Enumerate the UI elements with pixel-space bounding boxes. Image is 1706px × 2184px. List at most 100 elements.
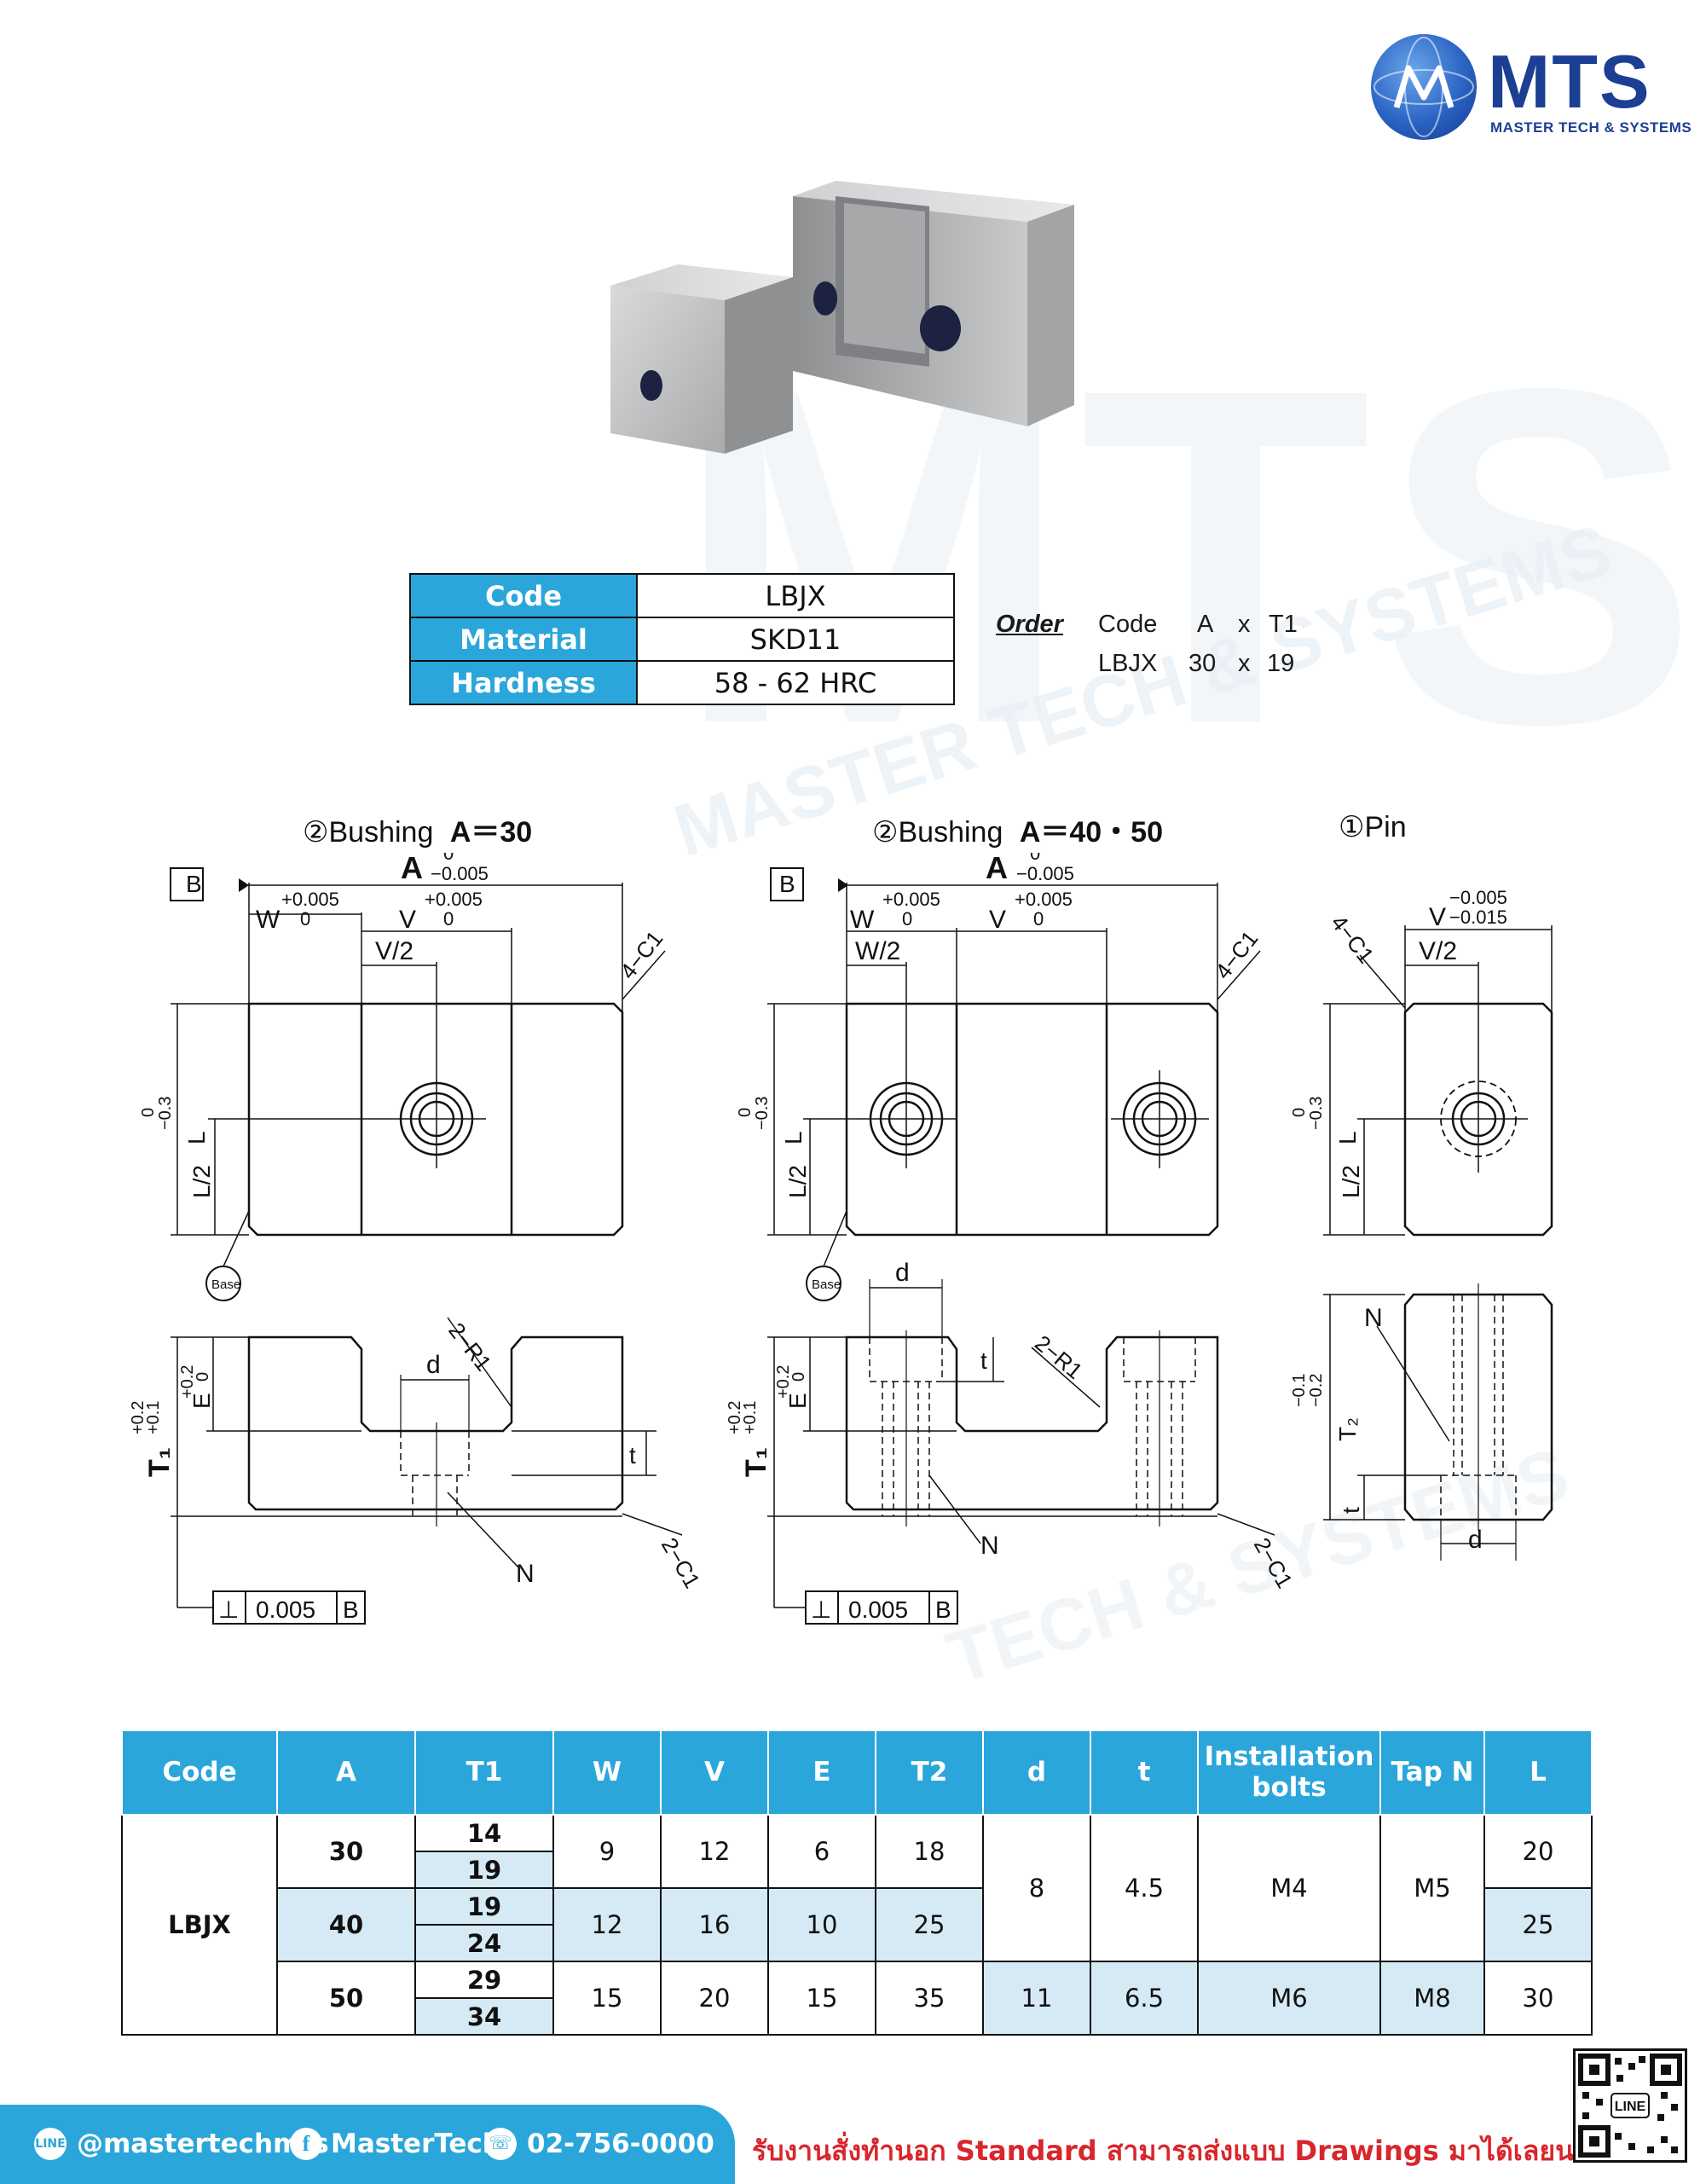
dim-e-tol-dn: 0 <box>789 1372 808 1382</box>
cell-a: 40 <box>276 1887 416 1962</box>
cell-v: 20 <box>660 1961 769 2036</box>
dim-a: A <box>986 853 1008 885</box>
dim-v-tol-dn: 0 <box>1033 908 1044 930</box>
pin-top-view <box>1323 925 1553 1237</box>
cell-v: 16 <box>660 1887 769 1962</box>
label-n: N <box>980 1532 999 1560</box>
datum-b: B <box>186 871 202 897</box>
dim-t: t <box>980 1347 987 1374</box>
dim-v-tol-dn: 0 <box>443 908 454 930</box>
facebook-icon: f <box>290 2128 322 2160</box>
order-label: Order <box>996 611 1063 638</box>
dim-w-tol-dn: 0 <box>902 908 912 930</box>
col-header: t <box>1090 1729 1199 1816</box>
spec-key: Hardness <box>409 660 638 705</box>
title-number: ② <box>303 816 329 849</box>
cell-a: 50 <box>276 1961 416 2036</box>
cell-t: 4.5 <box>1090 1814 1199 1962</box>
dim-l-tol-dn: −0.3 <box>156 1097 175 1130</box>
order-value-x: x <box>1238 650 1251 677</box>
order-header-code: Code <box>1098 611 1158 638</box>
perp-symbol: ⊥ <box>811 1596 831 1623</box>
table-row: LBJX 30 14 9 12 6 18 8 4.5 M4 M5 20 <box>121 1814 1593 2036</box>
title-dim: A＝30 <box>449 816 533 849</box>
cell-t1: 14 <box>414 1814 554 1852</box>
dim-t2-tol-dn: −0.2 <box>1307 1374 1326 1407</box>
footer-note: รับงานสั่งทำนอก Standard สามารถส่งแบบ Dr… <box>752 2135 1622 2167</box>
col-header: A <box>276 1729 416 1816</box>
perp-value: 0.005 <box>256 1596 315 1623</box>
dim-a: A <box>401 853 423 885</box>
drawing-title-pin: ①Pin <box>1339 810 1407 844</box>
dim-t1: T₁ <box>740 1447 772 1477</box>
col-header: Code <box>121 1729 278 1816</box>
dim-t2: T₂ <box>1334 1417 1361 1441</box>
phone-icon: ☏ <box>484 2128 517 2160</box>
dim-d: d <box>895 1259 910 1287</box>
cell-t1: 29 <box>414 1961 554 1999</box>
cell-a: 30 <box>276 1814 416 1889</box>
footer-facebook[interactable]: MasterTech <box>331 2129 501 2159</box>
drawing-title-bushing-30: ②Bushing A＝30 <box>303 808 532 850</box>
line-icon: LINE <box>34 2128 67 2160</box>
table-row: 24 <box>122 1924 1592 1962</box>
col-header: T2 <box>875 1729 984 1816</box>
cell-t1: 19 <box>414 1851 554 1889</box>
qr-code-icon[interactable]: LINE <box>1573 2048 1687 2163</box>
dim-2-c1: 2−C1 <box>656 1533 705 1592</box>
dim-l-tol-dn: −0.3 <box>1307 1097 1326 1130</box>
perp-symbol: ⊥ <box>218 1596 239 1623</box>
dim-v-tol-dn: −0.015 <box>1449 907 1507 928</box>
table-row: 34 <box>122 1997 1592 2036</box>
cell-bolts: M4 <box>1197 1814 1381 1962</box>
order-value-t1: 19 <box>1267 650 1295 677</box>
logo-name: MTS <box>1488 39 1651 124</box>
cell-bolts: M6 <box>1197 1961 1381 2036</box>
title-number: ② <box>872 816 899 849</box>
dim-t1-tol-dn: +0.1 <box>144 1401 163 1434</box>
dim-v: V <box>1429 903 1446 931</box>
label-n: N <box>1364 1304 1383 1332</box>
order-value-code: LBJX <box>1098 650 1158 677</box>
dim-e-tol-up: +0.2 <box>774 1365 793 1399</box>
dim-t1-tol-up: +0.2 <box>129 1401 147 1434</box>
dim-v-tol-up: +0.005 <box>1015 889 1073 910</box>
footer-line-id[interactable]: @mastertechmts <box>77 2129 329 2159</box>
cell-t2: 18 <box>875 1814 984 1889</box>
cell-t1: 34 <box>414 1997 554 2036</box>
dim-l: L <box>183 1131 210 1144</box>
title-text: Bushing <box>328 816 434 849</box>
title-text: Bushing <box>898 816 1003 849</box>
perp-ref: B <box>935 1596 951 1623</box>
product-photo <box>597 162 1091 503</box>
dim-v: V <box>399 906 416 934</box>
bush30-top-view <box>170 867 666 1301</box>
dim-l-tol-up: 0 <box>736 1108 755 1117</box>
dim-v-tol-up: −0.005 <box>1449 887 1507 908</box>
cell-t2: 25 <box>875 1887 984 1962</box>
col-header: E <box>767 1729 876 1816</box>
technical-drawing: A 0 −0.005 B W +0.005 0 V +0.005 0 V/2 4… <box>129 853 1553 1625</box>
cell-tap: M5 <box>1379 1814 1485 1962</box>
dim-w-half: W/2 <box>855 937 900 965</box>
cell-l: 30 <box>1483 1961 1593 2036</box>
base-label: Base <box>812 1277 841 1292</box>
spec-key: Material <box>409 617 638 662</box>
cell-w: 15 <box>552 1961 662 2036</box>
dim-l-tol-up: 0 <box>1290 1108 1309 1117</box>
dim-v: V <box>989 906 1006 934</box>
dim-l-tol-dn: −0.3 <box>753 1097 772 1130</box>
spec-key: Code <box>409 573 638 618</box>
cell-d: 8 <box>982 1814 1091 1962</box>
dim-2-c1: 2−C1 <box>1249 1533 1298 1592</box>
spec-value: 58 - 62 HRC <box>636 660 955 705</box>
cell-v: 12 <box>660 1814 769 1889</box>
dim-2-r1: 2−R1 <box>443 1318 496 1376</box>
footer-phone[interactable]: 02-756-0000 <box>527 2129 714 2159</box>
dim-w: W <box>850 906 875 934</box>
spec-table: Code LBJX Material SKD11 Hardness 58 - 6… <box>409 573 955 705</box>
dim-a-tol-up: 0 <box>1030 853 1040 864</box>
order-header-x: x <box>1238 611 1251 638</box>
dim-w: W <box>256 906 280 934</box>
cell-t1: 24 <box>414 1924 554 1962</box>
